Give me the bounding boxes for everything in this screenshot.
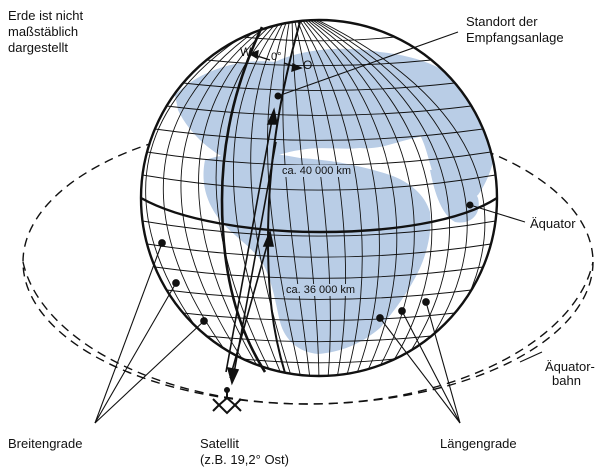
equator-orbit-front [22,261,594,405]
station-meridian [220,26,267,373]
meridian-line [250,20,296,376]
parallel-line [206,335,432,343]
satellite-icon [212,387,242,415]
west-east-arrow [248,49,303,73]
note-line-3: dargestellt [8,40,68,55]
parallel-line [183,312,455,321]
parallel-line [243,36,395,42]
station-label-line-2: Empfangsanlage [466,30,564,45]
satellite-label-line-1: Satellit [200,436,240,451]
signal-arrows [225,107,278,386]
meridian-line [291,20,363,376]
equator-leader [469,204,526,223]
meridian-line [233,20,293,376]
latitude-pointers [94,239,208,424]
parallel-line [154,128,484,141]
meridian-line [291,20,450,376]
equator-line [140,196,498,234]
meridian-line [291,20,380,376]
meridian-line [291,20,433,376]
globe-outline [139,18,499,378]
equator-label: Äquator [530,216,576,231]
note-line-1: Erde ist nicht [8,8,84,23]
parallel-line [142,220,496,237]
meridian-line [198,20,293,376]
orbit-label-line-2: bahn [552,373,581,388]
station-label-line-1: Standort der [466,14,538,29]
longitude-pointers [376,298,461,424]
meridian-line [282,20,312,376]
station-leader [277,31,459,97]
east-label: O [303,58,313,72]
circumference-label: ca. 40 000 km [280,165,354,177]
parallels [142,36,496,364]
meridians [141,20,486,376]
satellite-meridian [266,21,301,374]
parallel-line [206,59,432,67]
latitudes-label: Breitengrade [8,436,83,451]
meridian-line [163,20,293,376]
altitude-label: ca. 36 000 km [284,284,358,296]
west-label: W [240,45,252,59]
parallel-line [142,174,496,191]
parallel-line [166,105,472,116]
meridian-line [180,20,293,376]
meridian-line [291,20,320,376]
orbit-leader [519,351,543,363]
meridian-line [291,20,415,376]
meridian-line [291,20,398,376]
parallel-line [183,82,455,91]
meridian-line [291,20,331,376]
parallel-line [146,243,492,258]
zero-degree-label: 0° [271,51,282,63]
parallel-line [154,266,484,279]
orbit-label-line-1: Äquator- [545,359,595,374]
madagascar-landmass [382,273,399,308]
africa-landmass [203,153,431,354]
meridian-line [291,20,347,376]
graticule [141,20,496,376]
longitudes-label: Längengrade [440,436,517,451]
note-line-2: maßstäblich [8,24,79,39]
satellite-label-line-2: (z.B. 19,2° Ost) [200,452,290,467]
